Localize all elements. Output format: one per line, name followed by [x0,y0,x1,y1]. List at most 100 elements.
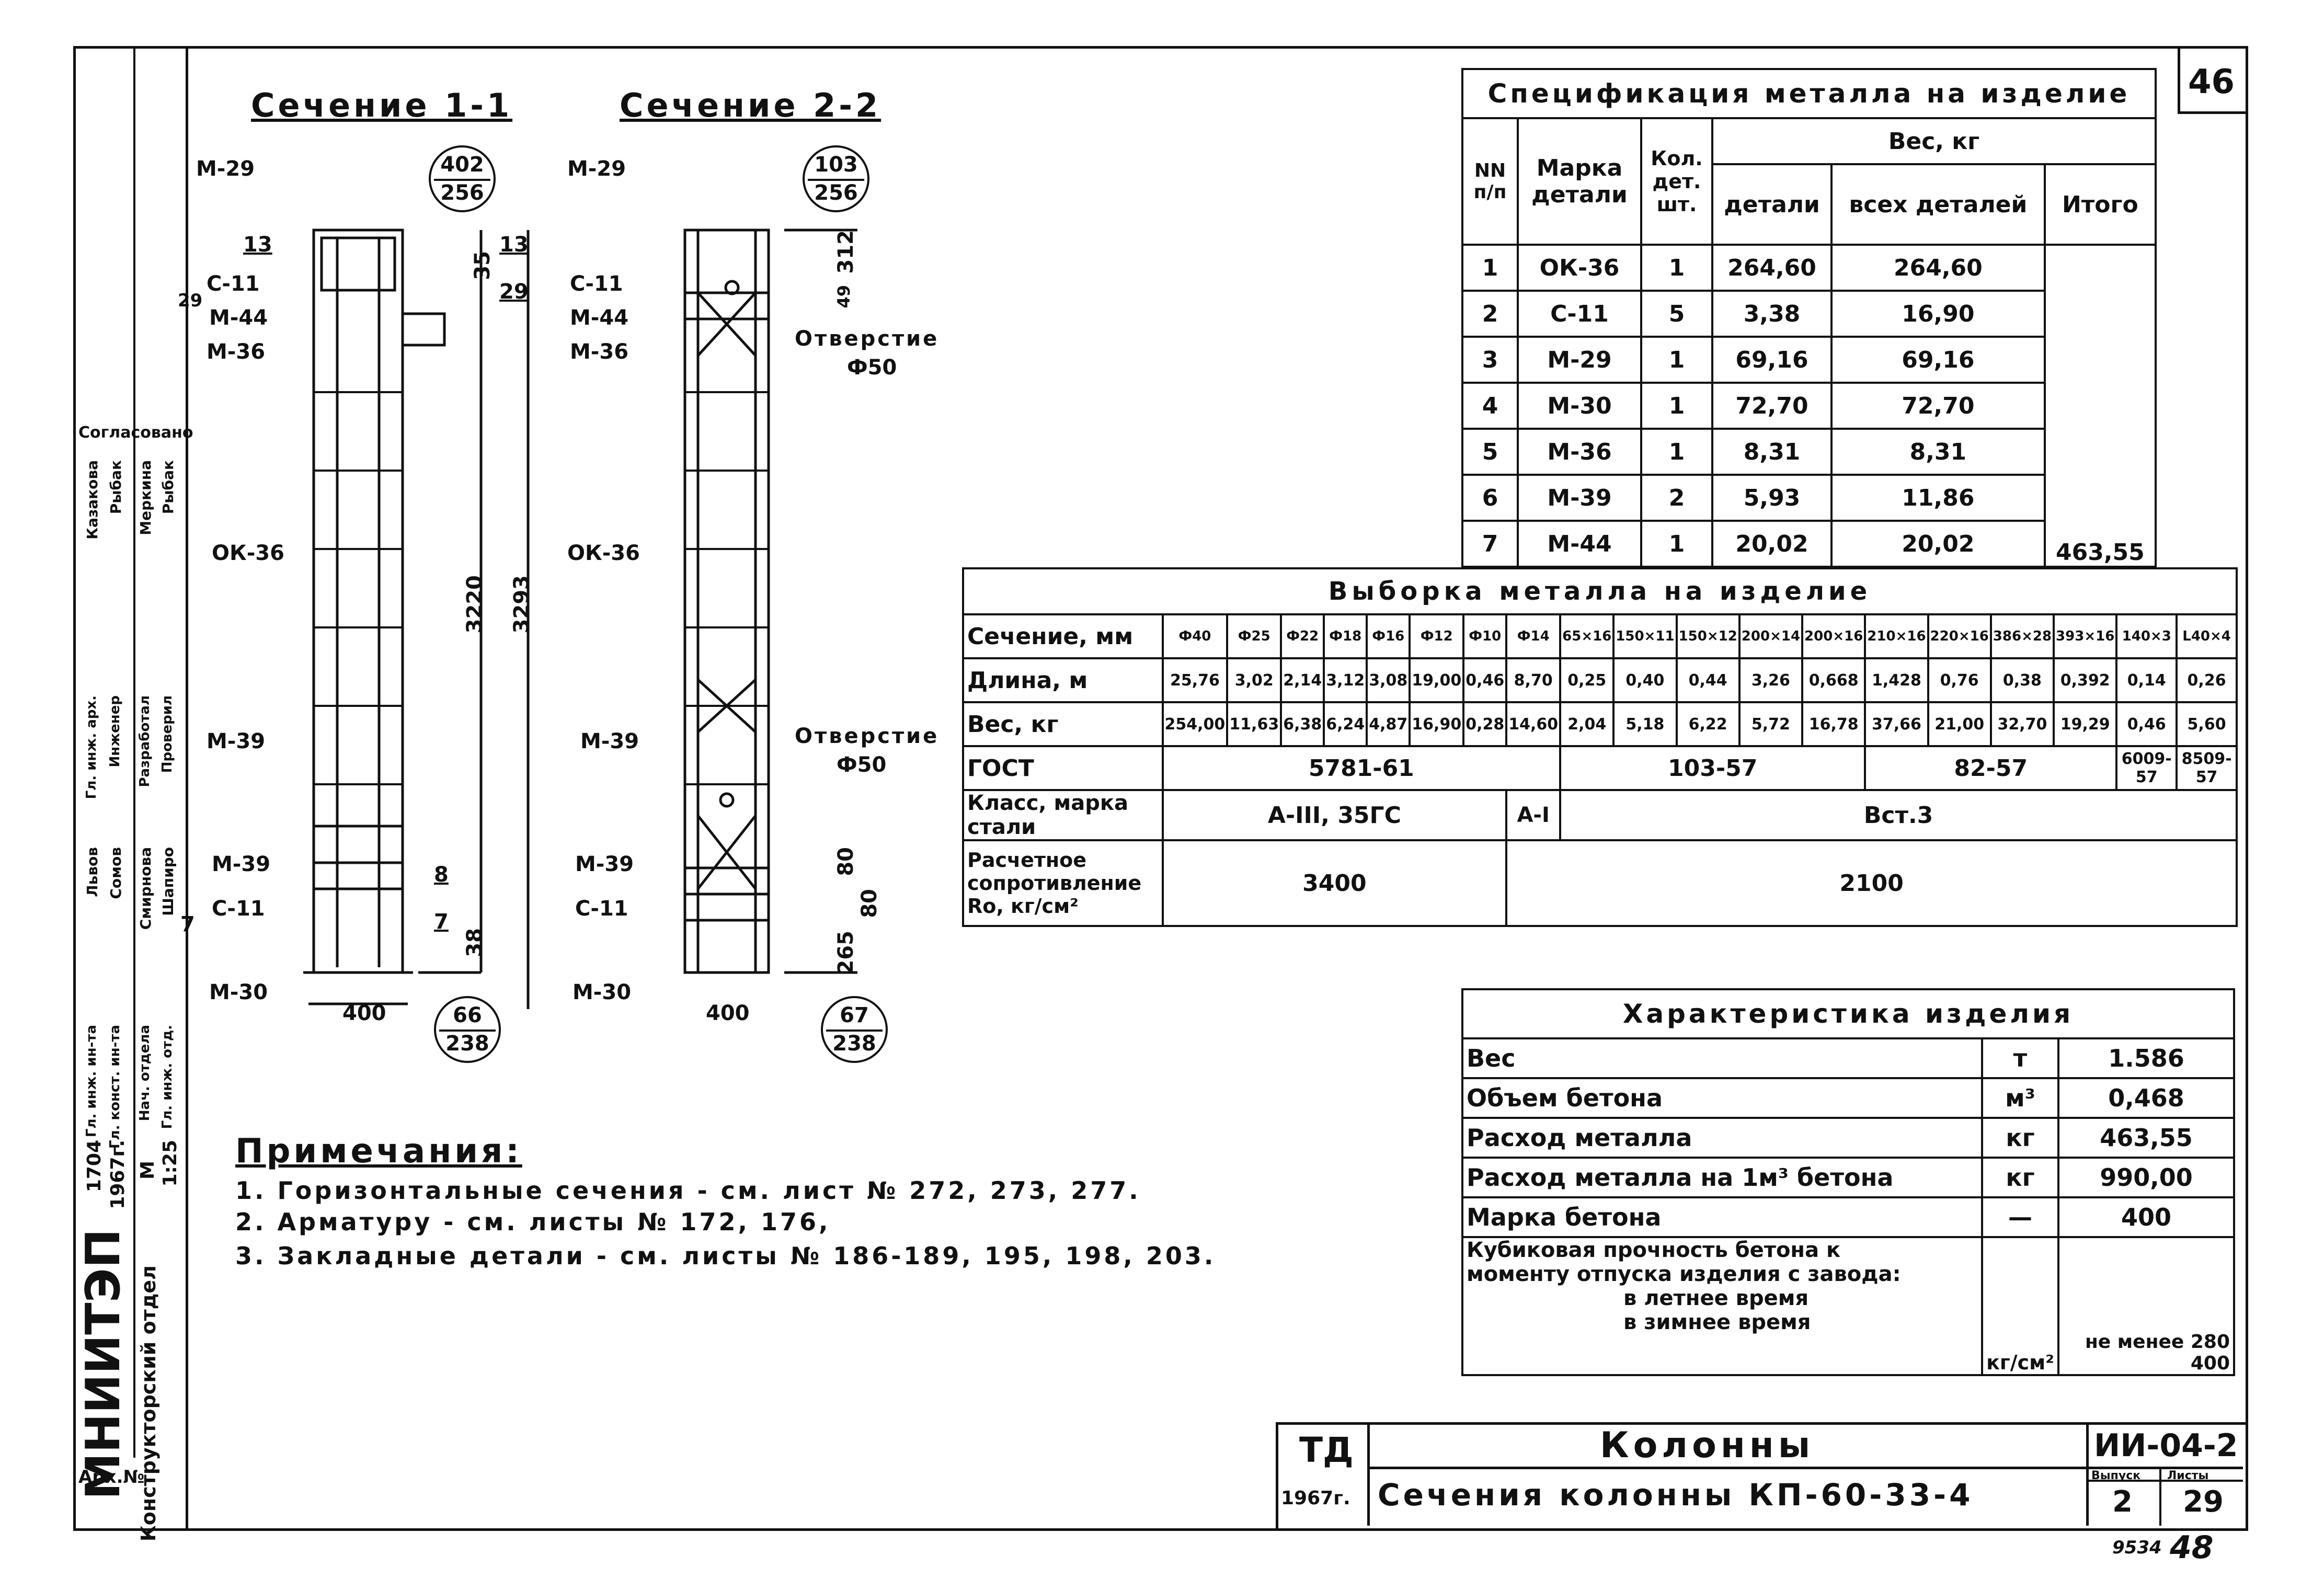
vyborka-gost-3: 82-57 [1864,745,2118,791]
sidebar-name-5: Казакова [84,460,101,540]
notes-item-2: 2. Арматуру - см. листы № 172, 176, [235,1208,831,1236]
s1-dim-13b: 13 [499,233,529,257]
bottom-number-1: 9534 [2112,1537,2162,1558]
s2-opening-dia: Ф50 [847,356,897,380]
vyborka-section-cell: Ф12 [1409,613,1465,659]
vyborka-length-cell: 0,14 [2115,657,2178,703]
vyborka-row-section: Сечение, мм [962,613,1164,659]
vyborka-weight-cell: 0,46 [2115,701,2178,747]
s2-label-m44: М-44 [570,306,629,330]
vyborka-gost-5: 8509-57 [2176,745,2238,791]
vyborka-weight-cell: 32,70 [1989,701,2055,747]
s2-dim-312: 312 [834,230,858,274]
s2-opening: Отверстие [795,327,940,351]
s2-dim-400: 400 [706,1001,750,1025]
sidebar-role-4: Гл. инж. отд. [159,1025,175,1129]
titleblock-subtitle: Сечения колонны КП-60-33-4 [1378,1477,1974,1513]
s2-dim-265: 265 [834,931,858,975]
character-title: Характеристика изделия [1461,988,2235,1039]
titleblock-vline-3 [2159,1467,2161,1526]
vyborka-weight-cell: 6,38 [1280,701,1325,747]
vyborka-section-cell: Ф18 [1323,613,1368,659]
titleblock-vline-1 [1367,1422,1370,1526]
s1-label-m29: М-29 [196,157,255,181]
character-cube: Кубиковая прочность бетона к моменту отп… [1461,1236,1983,1376]
titleblock-td: ТД [1299,1430,1354,1470]
titleblock-hline-2 [2086,1480,2243,1482]
s2-label-m39b: М-39 [575,852,634,876]
vyborka-section-cell: 393×16 [2053,613,2118,659]
s1-dim-29: 29 [499,280,529,304]
sidebar-name-1: Львов [84,847,101,897]
sidebar-name-8: Рыбак [159,460,177,514]
vyborka-section-cell: 386×28 [1989,613,2055,659]
vyborka-weight-cell: 5,60 [2176,701,2238,747]
vyborka-row-resist: Расчетное сопротивление Ro, кг/см² [962,839,1164,927]
vyborka-resist-2: 2100 [1505,839,2238,927]
titleblock-vypusk-label: Выпуск [2091,1469,2141,1482]
sidebar-role-3: Нач. отдела [137,1025,153,1122]
vyborka-gost-1: 5781-61 [1161,745,1562,791]
vyborka-weight-cell: 37,66 [1864,701,1929,747]
vyborka-gost-2: 103-57 [1559,745,1867,791]
spec-h-itogo: Итого [2043,163,2157,246]
vyborka-class-1: А-III, 35ГС [1161,789,1508,841]
vyborka-section-cell: 150×12 [1675,613,1741,659]
s1-label-c11b: С-11 [212,897,265,921]
spec-title: Спецификация металла на изделие [1461,68,2157,119]
vyborka-section-cell: 210×16 [1864,613,1929,659]
notes-item-1: 1. Горизонтальные сечения - см. лист № 2… [235,1176,1141,1205]
titleblock-list-label: Листы [2167,1469,2209,1482]
sidebar-scale-m: М [137,1161,158,1180]
s1-label-m36: М-36 [207,340,266,364]
sidebar-name-3: Смирнова [137,847,154,930]
character-cube-label: Кубиковая прочность бетона к моменту отп… [1467,1238,1901,1286]
s1-dim-35: 35 [471,251,495,280]
s1-label-m30: М-30 [209,980,268,1004]
vyborka-section-cell: Ф14 [1505,613,1562,659]
vyborka-weight-cell: 5,18 [1612,701,1678,747]
titleblock-vypusk: 2 [2112,1485,2133,1519]
s2-dim-80a: 80 [834,847,858,876]
character-cube-winter: 400 [2190,1353,2230,1374]
vyborka-length-cell: 0,25 [1559,657,1615,703]
vyborka-section-cell: 200×14 [1738,613,1804,659]
vyborka-resist-1: 3400 [1161,839,1508,927]
s2-dim-49: 49 [834,285,854,308]
s1-dim-38: 38 [463,928,487,957]
s1-dim-3293: 3293 [510,575,534,634]
titleblock-code: ИИ-04-2 [2094,1427,2238,1464]
s1-dim-3220: 3220 [463,575,487,634]
spec-h-all: всех деталей [1830,163,2046,246]
vyborka-length-cell: 3,08 [1366,657,1411,703]
s1-dim-7a: 7 [434,910,449,934]
s1-label-m39a: М-39 [207,729,266,753]
titleblock-hline [1367,1467,2243,1469]
vyborka-weight-cell: 14,60 [1505,701,1562,747]
titleblock-name: Колонны [1600,1425,1815,1466]
character-cube-summer: не менее 280 [2085,1331,2230,1353]
vyborka-length-cell: 25,76 [1161,657,1229,703]
vyborka-weight-cell: 6,22 [1675,701,1741,747]
s2-label-m36: М-36 [570,340,629,364]
section-1-drawing [303,228,530,1009]
vyborka-length-cell: 3,12 [1323,657,1368,703]
vyborka-row-class: Класс, марка стали [962,789,1164,841]
vyborka-section-cell: Ф10 [1462,613,1508,659]
vyborka-length-cell: 2,14 [1280,657,1325,703]
s2-label-c11: С-11 [570,272,623,296]
notes-item-3: 3. Закладные детали - см. листы № 186-18… [235,1242,1216,1270]
character-cube-unit: кг/см² [1981,1236,2059,1376]
vyborka-row-length: Длина, м [962,657,1164,703]
sidebar-role-7: Разработал [137,695,153,787]
vyborka-title: Выборка металла на изделие [962,567,2238,615]
